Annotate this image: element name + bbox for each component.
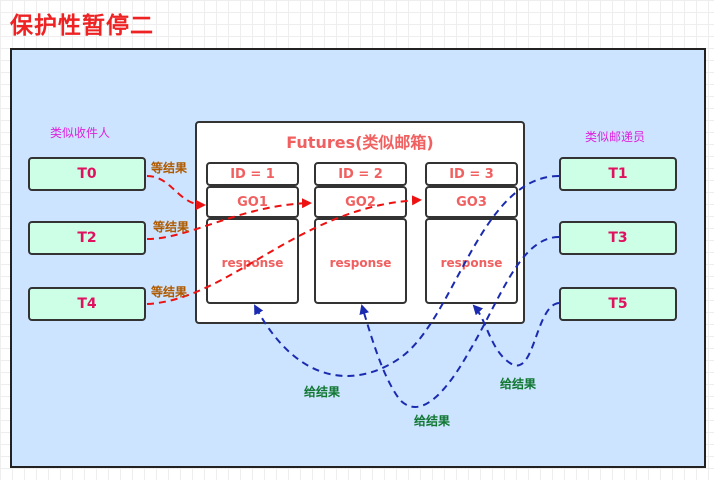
future-response-3: response	[425, 218, 518, 304]
thread-t2[interactable]: T2	[28, 221, 146, 255]
thread-t4[interactable]: T4	[28, 287, 146, 321]
future-id-3: ID = 3	[425, 162, 518, 186]
future-go-3: GO3	[425, 186, 518, 218]
wait-label-t4: 等结果	[151, 285, 188, 299]
thread-t1[interactable]: T1	[559, 157, 677, 191]
postmen-label: 类似邮递员	[585, 130, 646, 144]
give-arrow-t3	[359, 236, 560, 408]
give-arrow-t5	[472, 302, 560, 367]
give-label-t5: 给结果	[500, 377, 537, 391]
future-response-2: response	[314, 218, 407, 304]
future-response-1: response	[206, 218, 299, 304]
give-arrow-t1	[254, 175, 560, 377]
future-go-1: GO1	[206, 186, 299, 218]
thread-t5[interactable]: T5	[559, 287, 677, 321]
future-id-2: ID = 2	[314, 162, 407, 186]
wait-arrow-t0	[146, 175, 206, 210]
wait-arrow-t2	[146, 198, 312, 240]
receivers-label: 类似收件人	[50, 126, 111, 140]
give-label-t1: 给结果	[304, 385, 341, 399]
wait-label-t0: 等结果	[151, 161, 188, 175]
wait-arrow-t4	[146, 195, 422, 305]
futures-mailbox: Futures(类似邮箱) ID = 1 GO1 response ID = 2…	[195, 121, 525, 324]
futures-title: Futures(类似邮箱)	[286, 133, 434, 152]
future-id-1: ID = 1	[206, 162, 299, 186]
give-label-t3: 给结果	[414, 414, 451, 428]
page-title: 保护性暂停二	[10, 13, 154, 39]
wait-label-t2: 等结果	[153, 220, 190, 234]
thread-t0[interactable]: T0	[28, 157, 146, 191]
thread-t3[interactable]: T3	[559, 221, 677, 255]
